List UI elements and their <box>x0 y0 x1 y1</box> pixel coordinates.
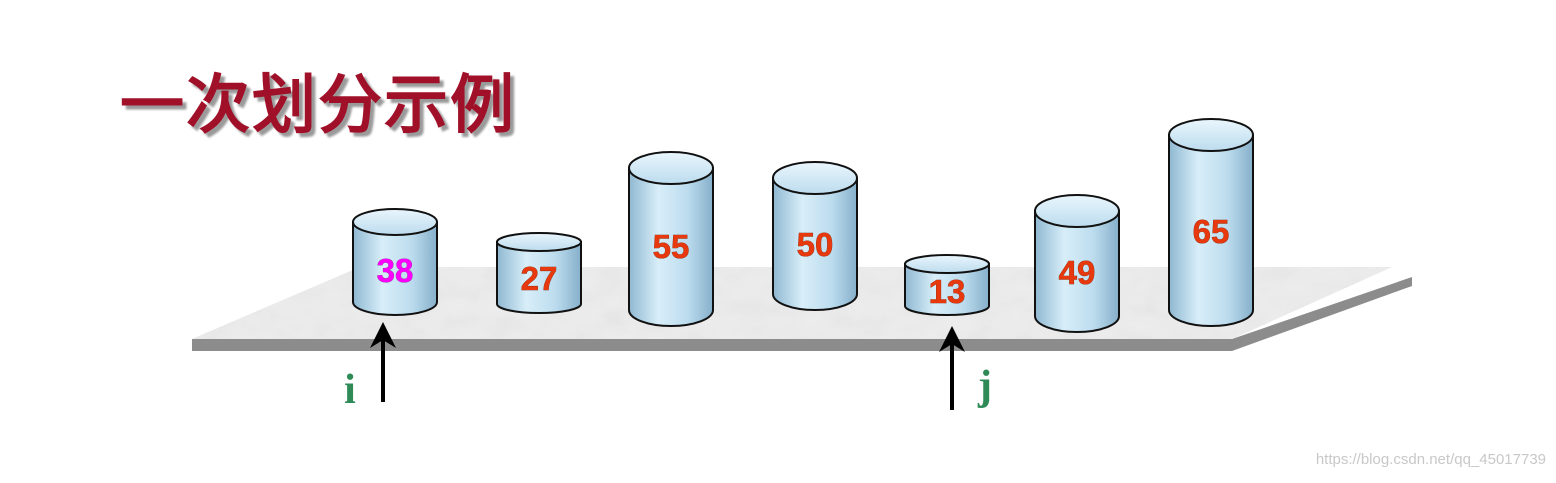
arrow-head-icon <box>370 322 396 348</box>
cylinder-50: 50 <box>772 161 858 311</box>
cylinder-value-label: 13 <box>929 273 966 310</box>
cylinder-top <box>904 254 990 274</box>
cylinder-top <box>1034 194 1120 228</box>
cylinder-body <box>1168 134 1254 327</box>
pointer-label: j <box>977 363 992 409</box>
cylinder-65: 65 <box>1168 118 1254 327</box>
cylinder-value-label: 55 <box>653 228 690 265</box>
cylinder-value-label: 49 <box>1059 254 1096 291</box>
cylinder-13: 13 <box>904 254 990 316</box>
cylinder-top <box>352 208 438 236</box>
pointer-j: j <box>939 326 992 410</box>
cylinder-body <box>772 177 858 311</box>
cylinder-top <box>772 161 858 195</box>
cylinder-body <box>1034 210 1120 333</box>
watermark: https://blog.csdn.net/qq_45017739 <box>1315 451 1546 468</box>
cylinder-top <box>1168 118 1254 152</box>
platform-shadow <box>192 277 1412 351</box>
pointer-label: i <box>344 367 356 413</box>
page-title: 一次划分示例 <box>120 69 516 143</box>
cylinder-body <box>496 241 582 314</box>
cylinder-body <box>904 263 990 316</box>
arrow-head-icon <box>939 326 965 352</box>
cylinder-top <box>496 232 582 252</box>
cylinder-value-label: 50 <box>797 226 834 263</box>
cylinder-body <box>352 221 438 316</box>
pointer-i: i <box>344 322 396 413</box>
cylinder-top <box>628 151 714 185</box>
cylinder-value-label: 38 <box>377 252 414 289</box>
cylinder-group: 38 27 55 50 13 49 65 <box>352 118 1254 333</box>
cylinder-value-label: 65 <box>1193 213 1230 250</box>
cylinder-27: 27 <box>496 232 582 314</box>
cylinder-49: 49 <box>1034 194 1120 333</box>
cylinder-body <box>628 167 714 327</box>
cylinder-55: 55 <box>628 151 714 327</box>
cylinder-value-label: 27 <box>521 260 558 297</box>
cylinder-38: 38 <box>352 208 438 316</box>
